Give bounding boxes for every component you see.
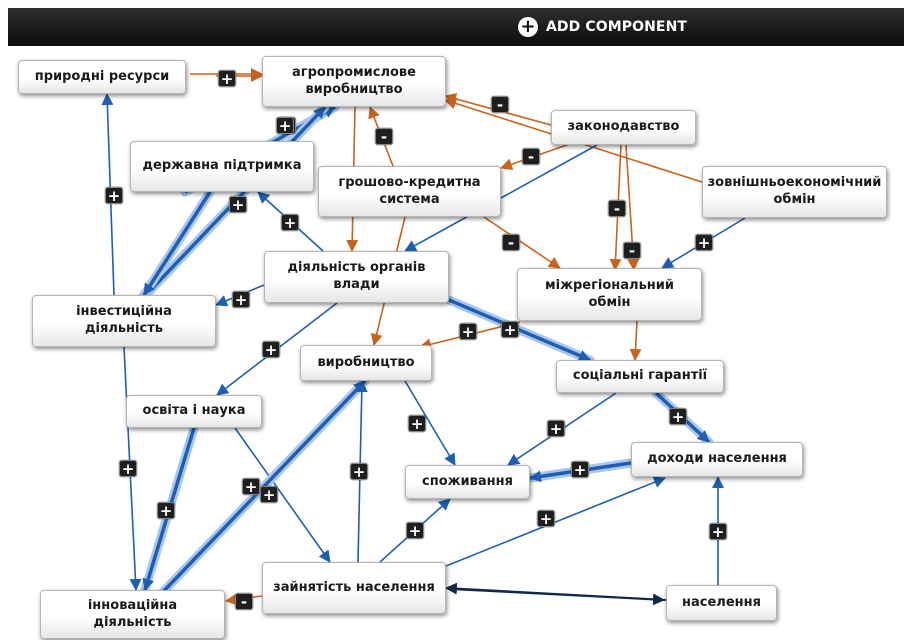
node-education[interactable]: освіта і наука — [126, 395, 262, 428]
edge-authorities-to-social[interactable] — [444, 295, 595, 365]
node-interregional[interactable]: міжрегіональний обмін — [517, 268, 702, 321]
plus-sign-badge[interactable]: + — [459, 323, 477, 340]
minus-sign-badge[interactable]: - — [375, 128, 393, 145]
plus-sign-badge[interactable]: + — [276, 117, 294, 134]
plus-sign-badge[interactable]: + — [571, 461, 589, 478]
plus-sign-badge[interactable]: + — [350, 463, 368, 480]
node-consumption[interactable]: споживання — [405, 465, 530, 499]
add-component-label: ADD COMPONENT — [546, 19, 688, 35]
plus-sign-badge[interactable]: + — [408, 415, 426, 432]
edge-production-to-consumption[interactable] — [404, 380, 456, 466]
diagram-canvas: природні ресурси агропромислове виробницт… — [0, 46, 904, 640]
node-social[interactable]: соціальні гарантії — [556, 360, 724, 393]
plus-sign-badge[interactable]: + — [157, 502, 175, 519]
plus-sign-badge[interactable]: + — [501, 321, 519, 338]
node-investment[interactable]: інвестиційна діяльність — [32, 295, 216, 347]
plus-sign-badge[interactable]: + — [709, 523, 727, 540]
node-employment[interactable]: зайнятість населення — [262, 562, 446, 614]
minus-sign-badge[interactable]: - — [522, 148, 540, 165]
node-support[interactable]: державна підтримка — [130, 141, 314, 192]
node-population[interactable]: населення — [666, 585, 777, 621]
plus-sign-badge[interactable]: + — [242, 478, 260, 495]
edge-law-to-authorities[interactable] — [404, 144, 598, 252]
plus-sign-badge[interactable]: + — [669, 408, 687, 425]
plus-sign-badge[interactable]: + — [547, 420, 565, 437]
plus-sign-badge[interactable]: + — [119, 460, 137, 477]
plus-sign-badge[interactable]: + — [262, 341, 280, 358]
plus-sign-badge[interactable]: + — [695, 234, 713, 251]
minus-sign-badge[interactable]: - — [502, 234, 520, 251]
minus-sign-badge[interactable]: - — [235, 593, 253, 610]
edge-employment-to-income[interactable] — [445, 476, 666, 567]
node-agro[interactable]: агропромислове виробництво — [262, 56, 446, 107]
node-resources[interactable]: природні ресурси — [18, 60, 186, 94]
node-innovation[interactable]: інноваційна діяльність — [40, 590, 225, 639]
edge-employment-to-population[interactable] — [449, 588, 665, 606]
node-authorities[interactable]: діяльність органів влади — [264, 251, 449, 303]
node-income[interactable]: доходи населення — [631, 442, 803, 477]
plus-sign-badge[interactable]: + — [260, 486, 278, 503]
toolbar: + ADD COMPONENT — [8, 8, 904, 46]
plus-sign-badge[interactable]: + — [229, 196, 247, 213]
minus-sign-badge[interactable]: - — [623, 242, 641, 259]
plus-circle-icon: + — [518, 17, 538, 37]
node-law[interactable]: законодавство — [551, 110, 696, 145]
plus-sign-badge[interactable]: + — [537, 510, 555, 527]
plus-sign-badge[interactable]: + — [105, 187, 123, 204]
node-production[interactable]: виробництво — [300, 345, 432, 381]
plus-sign-badge[interactable]: + — [281, 214, 299, 231]
minus-sign-badge[interactable]: - — [608, 200, 626, 217]
plus-sign-badge[interactable]: + — [232, 291, 250, 308]
edge-monetary-to-interregional[interactable] — [483, 216, 561, 269]
minus-sign-badge[interactable]: - — [491, 96, 509, 113]
node-monetary[interactable]: грошово-кредитна система — [318, 166, 501, 217]
plus-sign-badge[interactable]: + — [218, 70, 236, 87]
plus-sign-badge[interactable]: + — [406, 522, 424, 539]
node-foreign[interactable]: зовнішньоекономічний обмін — [702, 166, 887, 218]
edge-support-to-investment[interactable] — [139, 187, 215, 300]
edge-interregional-to-social[interactable] — [629, 320, 642, 361]
edge-education-to-employment[interactable] — [234, 427, 331, 563]
add-component-button[interactable]: + ADD COMPONENT — [518, 16, 687, 38]
